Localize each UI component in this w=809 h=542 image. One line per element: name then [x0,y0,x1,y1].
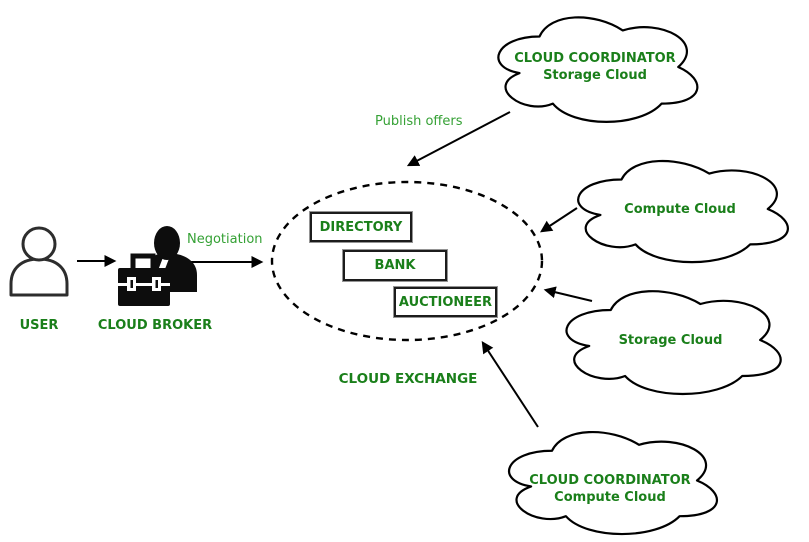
cloud-coordinator-storage: CLOUD COORDINATOR Storage Cloud [484,6,706,128]
cloud-shape-icon [563,150,797,268]
negotiation-label: Negotiation [187,232,263,247]
cloud-storage-line1: Storage Cloud [618,332,723,348]
bank-box: BANK [343,250,447,281]
directory-box: DIRECTORY [310,212,412,242]
cloud-compute: Compute Cloud [563,150,797,268]
auctioneer-label: AUCTIONEER [398,294,493,310]
cloud-exchange-label: CLOUD EXCHANGE [338,371,478,387]
auctioneer-box: AUCTIONEER [394,287,497,317]
cloud-shape-icon [494,421,726,540]
cloud-broker-icon [118,226,197,306]
cloud-compute-line1: Compute Cloud [624,201,736,217]
cloud-storage: Storage Cloud [551,280,790,400]
cloud-shape-icon [551,280,790,400]
cloud-coordinator-compute: CLOUD COORDINATOR Compute Cloud [494,421,726,540]
user-icon [9,226,69,297]
arrow-coordinator-compute-to-exchange [481,340,539,428]
cloud-broker-label: CLOUD BROKER [97,318,213,333]
cloud-coordinator-storage-line2: Storage Cloud [543,68,647,83]
directory-label: DIRECTORY [319,219,403,235]
cloud-coordinator-compute-line2: Compute Cloud [554,489,666,505]
cloud-shape-icon [484,6,706,128]
cloud-coordinator-storage-line1: CLOUD COORDINATOR [514,51,676,66]
cloud-coordinator-compute-line1: CLOUD COORDINATOR [529,472,691,488]
user-label: USER [19,318,59,333]
publish-offers-label: Publish offers [375,114,463,129]
bank-label: BANK [374,258,416,273]
